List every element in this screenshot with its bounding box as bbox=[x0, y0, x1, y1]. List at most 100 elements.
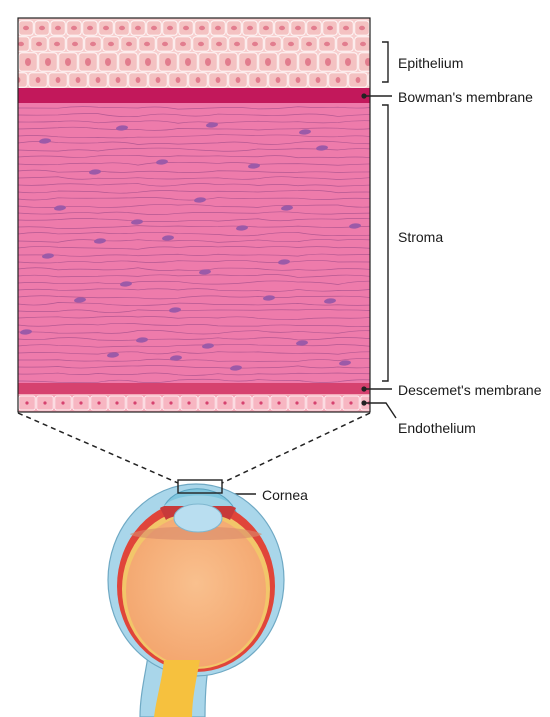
stroma-fiber bbox=[18, 351, 370, 355]
label-descemets-membrane: Descemet's membrane bbox=[398, 382, 542, 398]
epithelium-nucleus bbox=[275, 77, 281, 83]
stroma-fiber bbox=[18, 189, 370, 194]
stroma-fiber bbox=[18, 162, 370, 166]
epithelium-nucleus bbox=[235, 77, 241, 83]
label-endothelium: Endothelium bbox=[398, 420, 476, 436]
label-stroma: Stroma bbox=[398, 229, 444, 245]
epithelium-nucleus bbox=[108, 41, 114, 47]
epithelium-nucleus bbox=[255, 77, 261, 83]
epithelium-cells bbox=[18, 20, 370, 88]
stroma-fiber bbox=[18, 372, 370, 376]
epithelium-cell bbox=[18, 72, 28, 88]
epithelium-nucleus bbox=[305, 58, 311, 66]
epithelium-nucleus bbox=[55, 25, 61, 31]
cornea-zoom-box bbox=[177, 479, 223, 494]
keratocyte-nucleus bbox=[206, 122, 218, 128]
stroma-fiber bbox=[18, 337, 370, 341]
keratocyte-nucleus bbox=[194, 197, 206, 203]
epithelium-nucleus bbox=[234, 41, 240, 47]
endothelium-nucleus bbox=[151, 401, 155, 405]
keratocyte-nucleus bbox=[162, 235, 174, 241]
keratocyte-nucleus bbox=[170, 355, 182, 361]
stroma-fiber bbox=[18, 329, 370, 335]
epithelium-nucleus bbox=[263, 25, 269, 31]
keratocyte-nucleus bbox=[120, 281, 132, 287]
epithelium-nucleus bbox=[183, 25, 189, 31]
epithelium-nucleus bbox=[365, 58, 370, 66]
epithelium-nucleus bbox=[360, 41, 366, 47]
epithelium-nucleus bbox=[23, 25, 29, 31]
endothelium-leader bbox=[364, 402, 397, 419]
keratocyte-nucleus bbox=[20, 329, 32, 335]
stroma-fiber bbox=[18, 239, 370, 243]
endothelium-nucleus bbox=[187, 401, 191, 405]
keratocyte-nucleus bbox=[248, 163, 260, 169]
keratocyte-nucleus bbox=[131, 219, 143, 225]
stroma-fiber bbox=[18, 211, 370, 215]
epithelium-nucleus bbox=[216, 41, 222, 47]
label-leaders bbox=[228, 41, 397, 495]
endothelium-nucleus bbox=[295, 401, 299, 405]
endothelium-nucleus bbox=[25, 401, 29, 405]
stroma-fiber bbox=[18, 113, 370, 118]
epithelium-nucleus bbox=[135, 77, 141, 83]
keratocyte-nucleus bbox=[263, 295, 275, 301]
endothelium-nucleus bbox=[331, 401, 335, 405]
epithelium-nucleus bbox=[306, 41, 312, 47]
keratocyte-nucleus bbox=[281, 205, 293, 211]
stroma-fiber bbox=[18, 204, 370, 208]
keratocyte-nucleus bbox=[316, 145, 328, 151]
epithelium-nucleus bbox=[265, 58, 271, 66]
epithelium-nucleus bbox=[343, 25, 349, 31]
label-cornea: Cornea bbox=[262, 487, 308, 503]
keratocyte-nucleus bbox=[199, 269, 211, 275]
epithelium-nucleus bbox=[90, 41, 96, 47]
epithelium-nucleus bbox=[71, 25, 77, 31]
keratocyte-nucleus bbox=[39, 138, 51, 144]
epithelium-nucleus bbox=[155, 77, 161, 83]
epithelium-nucleus bbox=[105, 58, 111, 66]
stroma-fiber bbox=[18, 322, 370, 327]
epithelium-nucleus bbox=[65, 58, 71, 66]
stroma-fiber bbox=[18, 169, 370, 173]
stroma-fiber bbox=[18, 259, 370, 264]
epithelium-nucleus bbox=[245, 58, 251, 66]
keratocyte-nucleus bbox=[74, 297, 86, 303]
stroma-fiber bbox=[18, 106, 370, 110]
epithelium-nucleus bbox=[324, 41, 330, 47]
epithelium-nucleus bbox=[75, 77, 81, 83]
keratocyte-nucleus bbox=[339, 360, 351, 366]
epithelium-layer bbox=[18, 18, 370, 88]
epithelium-nucleus bbox=[195, 77, 201, 83]
epithelium-nucleus bbox=[115, 77, 121, 83]
epithelium-nucleus bbox=[342, 41, 348, 47]
epithelium-nucleus bbox=[119, 25, 125, 31]
stroma-fiber bbox=[18, 154, 370, 159]
stroma-fiber bbox=[18, 140, 370, 145]
stroma-fiber bbox=[18, 343, 370, 348]
keratocyte-nucleus bbox=[42, 253, 54, 259]
epithelium-nucleus bbox=[355, 77, 361, 83]
endothelium-nucleus bbox=[79, 401, 83, 405]
stroma-fiber bbox=[18, 225, 370, 229]
epithelium-nucleus bbox=[87, 25, 93, 31]
stroma-layer bbox=[18, 103, 370, 383]
stroma-fiber bbox=[18, 378, 370, 383]
stroma-fiber bbox=[18, 126, 370, 131]
epithelium-nucleus bbox=[25, 58, 31, 66]
stroma-fiber bbox=[18, 183, 370, 187]
endothelium-nucleus bbox=[61, 401, 65, 405]
stroma-fibers bbox=[18, 106, 370, 383]
stroma-fiber bbox=[18, 280, 370, 285]
keratocyte-nucleus bbox=[89, 169, 101, 175]
epithelium-nucleus bbox=[359, 25, 365, 31]
stroma-fiber bbox=[18, 295, 370, 300]
endothelium-layer bbox=[18, 394, 370, 412]
keratocyte-nucleus bbox=[107, 352, 119, 358]
epithelium-nucleus bbox=[215, 25, 221, 31]
epithelium-nucleus bbox=[145, 58, 151, 66]
endothelium-nucleus bbox=[133, 401, 137, 405]
epithelium-nucleus bbox=[311, 25, 317, 31]
endothelium-nucleus bbox=[223, 401, 227, 405]
